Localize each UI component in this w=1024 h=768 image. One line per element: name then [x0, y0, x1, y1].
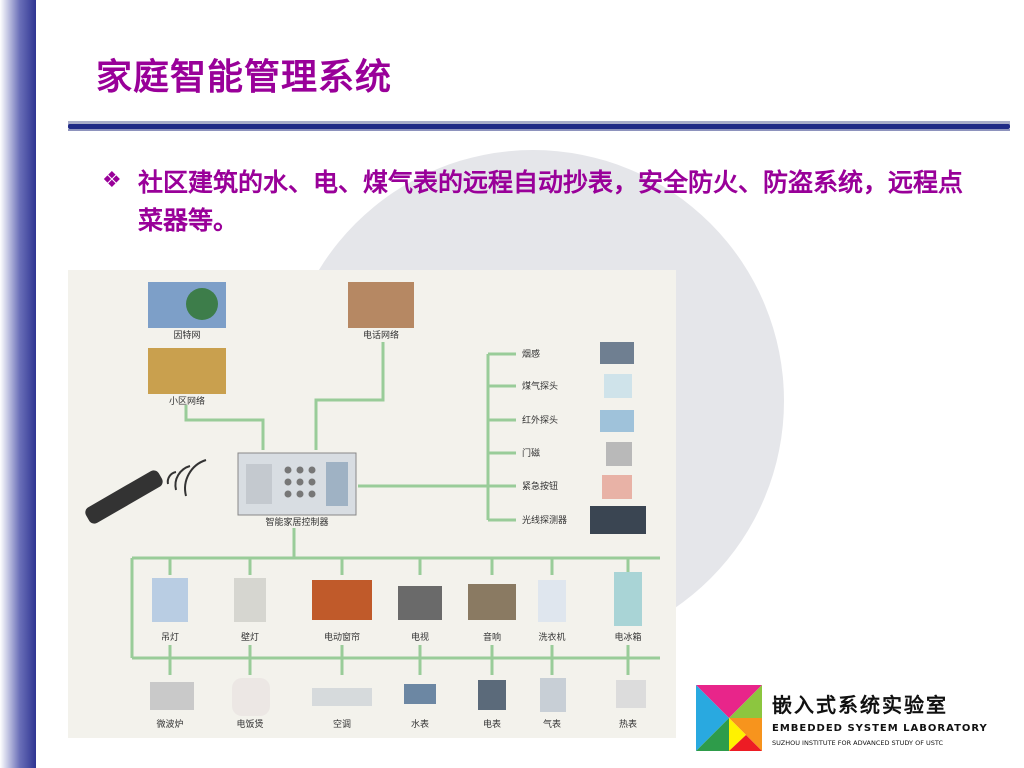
lab-logo: 嵌入式系统实验室 EMBEDDED SYSTEM LABORATORY SUZH… — [696, 683, 1006, 755]
washing-machine-icon — [538, 580, 566, 622]
appliance-label: 电冰箱 — [614, 631, 641, 643]
appliance-label: 洗衣机 — [538, 631, 565, 643]
microwave-icon — [150, 682, 194, 710]
controller-label: 智能家居控制器 — [265, 516, 328, 528]
appliance-label: 电动窗帘 — [324, 631, 360, 643]
meter-label: 气表 — [543, 718, 561, 730]
meter-label: 电饭煲 — [236, 718, 263, 730]
stereo-icon — [468, 584, 516, 620]
meter-label: 热表 — [619, 718, 637, 730]
light-detector-icon — [590, 506, 646, 534]
appliance-label: 音响 — [483, 631, 501, 643]
diamond-bullet-icon: ❖ — [102, 168, 122, 193]
connector-lines — [130, 342, 660, 675]
sensor-label: 紧急按钮 — [522, 480, 558, 492]
community-icon — [148, 348, 226, 394]
meter-label: 空调 — [333, 718, 351, 730]
fridge-icon — [614, 572, 642, 626]
sensor-list: 烟感 煤气探头 红外探头 门磁 紧急按钮 光线探测器 — [522, 342, 646, 534]
appliance-label: 壁灯 — [241, 631, 259, 643]
lab-name-cn: 嵌入式系统实验室 — [772, 693, 948, 717]
sensor-label: 烟感 — [522, 348, 540, 360]
gas-sensor-icon — [604, 374, 632, 398]
internet-label: 因特网 — [173, 329, 200, 341]
telephone-label: 电话网络 — [363, 329, 399, 341]
ceiling-lamp-icon — [152, 578, 188, 622]
telephone-node: 电话网络 — [348, 282, 414, 341]
curtain-icon — [312, 580, 372, 620]
meter-label: 微波炉 — [156, 718, 183, 730]
title-rule — [68, 124, 1010, 129]
heat-meter-icon — [616, 680, 646, 708]
title-rule-highlight — [68, 121, 1010, 125]
electric-meter-icon — [478, 680, 506, 710]
appliance-row: 吊灯 壁灯 电动窗帘 电视 音响 洗衣机 电冰箱 — [152, 572, 642, 643]
slide-title: 家庭智能管理系统 — [96, 57, 393, 98]
meter-row: 微波炉 电饭煲 空调 水表 电表 气表 热表 — [150, 678, 646, 730]
air-conditioner-icon — [312, 688, 372, 706]
sensor-label: 煤气探头 — [522, 380, 558, 392]
wall-lamp-icon — [234, 578, 266, 622]
emergency-button-icon — [602, 475, 632, 499]
meter-label: 电表 — [483, 718, 501, 730]
tv-icon — [398, 586, 442, 620]
smoke-sensor-icon — [600, 342, 634, 364]
sensor-label: 光线探测器 — [522, 514, 567, 526]
remote-control-icon — [85, 459, 207, 524]
appliance-label: 吊灯 — [161, 632, 179, 643]
telephone-icon — [348, 282, 414, 328]
water-meter-icon — [404, 684, 436, 704]
infrared-sensor-icon — [600, 410, 634, 432]
tangram-logo-icon — [696, 685, 762, 751]
lab-institute: SUZHOU INSTITUTE FOR ADVANCED STUDY OF U… — [772, 739, 944, 747]
diagram-canvas: 因特网 电话网络 小区网络 智能家居控制器 — [85, 282, 660, 730]
rice-cooker-icon — [232, 678, 270, 716]
lab-name-en: EMBEDDED SYSTEM LABORATORY — [772, 723, 988, 734]
sensor-label: 红外探头 — [522, 414, 558, 426]
appliance-label: 电视 — [411, 631, 429, 643]
meter-label: 水表 — [411, 718, 429, 730]
gas-meter-icon — [540, 678, 566, 712]
bullet-text: 社区建筑的水、电、煤气表的远程自动抄表，安全防火、防盗系统，远程点菜器等。 — [138, 168, 964, 235]
internet-node: 因特网 — [148, 282, 226, 341]
sensor-label: 门磁 — [522, 447, 540, 459]
community-label: 小区网络 — [169, 395, 205, 407]
title-rule-shadow — [68, 129, 1010, 131]
door-sensor-icon — [606, 442, 632, 466]
controller-node: 智能家居控制器 — [237, 452, 357, 528]
community-node: 小区网络 — [148, 348, 226, 407]
smart-home-diagram: 因特网 电话网络 小区网络 智能家居控制器 — [68, 270, 676, 738]
left-accent-bar — [0, 0, 36, 768]
